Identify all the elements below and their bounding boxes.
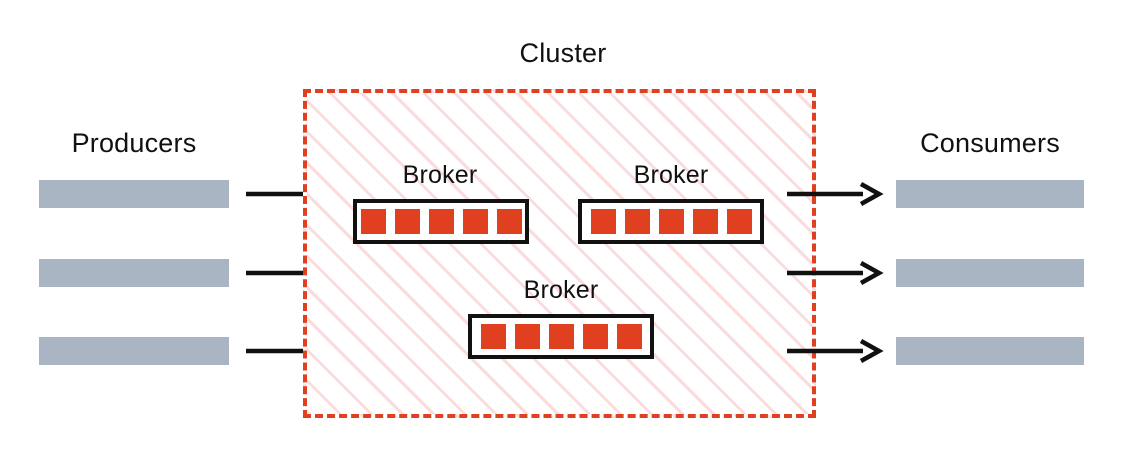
- partition-cell: [548, 324, 574, 349]
- broker-2-label: Broker: [633, 161, 709, 189]
- producer-bar-1: [39, 180, 229, 208]
- partition-cell: [658, 209, 684, 234]
- partition-cell: [394, 209, 420, 234]
- broker-1-box: [353, 199, 529, 244]
- partition-cell: [726, 209, 752, 234]
- broker-3-label: Broker: [523, 276, 599, 304]
- producer-bar-2: [39, 259, 229, 287]
- consumer-bar-1: [896, 180, 1084, 208]
- partition-cell: [462, 209, 488, 234]
- broker-3-box: [468, 314, 654, 359]
- arrow-cluster-to-consumer-2: [787, 260, 884, 286]
- broker-1-label: Broker: [402, 161, 478, 189]
- broker-2-box: [578, 199, 764, 244]
- consumers-heading: Consumers: [920, 128, 1060, 158]
- producer-bar-3: [39, 337, 229, 365]
- partition-cell: [496, 209, 522, 234]
- consumer-bar-3: [896, 337, 1084, 365]
- partition-cell: [616, 324, 642, 349]
- partition-cell: [514, 324, 540, 349]
- partition-cell: [360, 209, 386, 234]
- arrow-cluster-to-consumer-1: [787, 181, 884, 207]
- partition-cell: [590, 209, 616, 234]
- partition-cell: [428, 209, 454, 234]
- arrow-cluster-to-consumer-3: [787, 338, 884, 364]
- partition-cell: [480, 324, 506, 349]
- producers-heading: Producers: [71, 128, 197, 158]
- cluster-heading: Cluster: [519, 38, 607, 68]
- consumer-bar-2: [896, 259, 1084, 287]
- cluster-region: [303, 89, 816, 418]
- partition-cell: [692, 209, 718, 234]
- partition-cell: [582, 324, 608, 349]
- partition-cell: [624, 209, 650, 234]
